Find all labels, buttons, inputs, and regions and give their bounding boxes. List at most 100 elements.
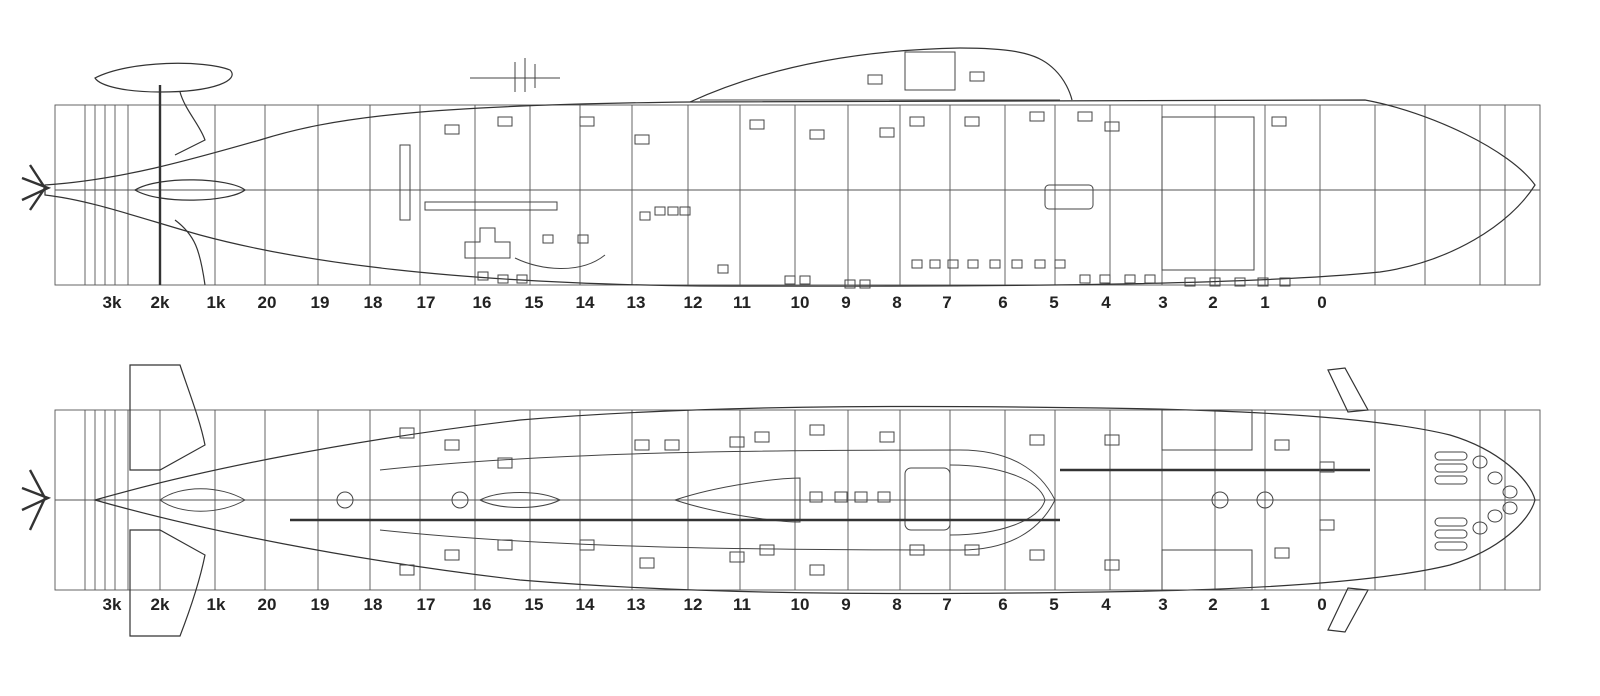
hatch (859, 279, 871, 289)
hatch (679, 206, 691, 216)
hatch (1124, 274, 1136, 284)
frame-label: 14 (576, 293, 595, 312)
frame-label: 6 (998, 293, 1007, 312)
side-hull-outline (44, 99, 1536, 287)
hatch (667, 206, 679, 216)
frame-label: 12 (684, 293, 703, 312)
frame-label: 17 (417, 595, 436, 614)
hatch (879, 127, 895, 138)
frame-label: 6 (998, 595, 1007, 614)
frame-label: 5 (1049, 595, 1058, 614)
frame-label: 2k (151, 595, 170, 614)
frame-label: 18 (364, 595, 383, 614)
hatch (964, 116, 980, 127)
hatch (1144, 274, 1156, 284)
top-aft-hatch (478, 492, 562, 508)
hatch (1054, 259, 1066, 269)
top-box-lower (1161, 549, 1253, 591)
round-hatch (451, 491, 469, 509)
top-forward-wedge (673, 477, 801, 523)
hatch (967, 259, 979, 269)
side-sail (689, 47, 1073, 103)
side-pump (464, 227, 511, 259)
frame-label: 1 (1260, 293, 1269, 312)
frame-label: 16 (473, 595, 492, 614)
frame-label: 1k (207, 595, 226, 614)
hatch (754, 431, 770, 443)
top-hatches (336, 424, 1335, 576)
side-antenna-icon (470, 58, 560, 92)
hatch (809, 129, 825, 140)
hatch (749, 119, 765, 130)
frame-label: 8 (892, 293, 901, 312)
frame-label: 3 (1158, 293, 1167, 312)
hatch (444, 124, 460, 135)
frame-label: 0 (1317, 293, 1326, 312)
torpedo-tube (1434, 529, 1468, 539)
hatch (1319, 461, 1335, 473)
hatch (639, 557, 655, 569)
hatch (844, 279, 856, 289)
frame-label: 7 (942, 293, 951, 312)
hatch (497, 116, 513, 127)
hatch (1011, 259, 1023, 269)
frame-label: 9 (841, 595, 850, 614)
hatch (399, 427, 415, 439)
hatch (729, 551, 745, 563)
hatch (1184, 277, 1196, 287)
hatch (1104, 559, 1120, 571)
torpedo-tube (1434, 451, 1468, 461)
side-upper-rudder-pod (94, 62, 233, 93)
hatch (1274, 547, 1290, 559)
frame-label: 3k (103, 595, 122, 614)
hatch (799, 275, 811, 285)
hatch (654, 206, 666, 216)
frame-label: 14 (576, 595, 595, 614)
hatch (969, 71, 985, 82)
side-compartment (1161, 116, 1255, 271)
frame-label: 10 (791, 595, 810, 614)
hatch (947, 259, 959, 269)
hatch (579, 539, 595, 551)
frame-label: 2 (1208, 595, 1217, 614)
hatch (1079, 274, 1091, 284)
frame-label: 1k (207, 293, 226, 312)
top-stern-pod (159, 488, 246, 512)
hatch (444, 549, 460, 561)
side-grid-frame (54, 104, 1541, 286)
side-hatches (444, 71, 1291, 289)
side-stern-cone (133, 179, 246, 201)
frame-label: 2k (151, 293, 170, 312)
frame-label: 20 (258, 293, 277, 312)
frame-label: 11 (733, 293, 751, 312)
frame-label: 3k (103, 293, 122, 312)
top-sail-outline (949, 464, 1046, 536)
hatch (639, 211, 651, 221)
hatch (477, 271, 489, 281)
tube-opening (1487, 509, 1503, 523)
tube-opening (1472, 521, 1488, 535)
side-upper-rudder (174, 91, 206, 156)
side-tank (1044, 184, 1094, 210)
hatch (634, 134, 650, 145)
hatch (929, 259, 941, 269)
side-keel-curve (514, 254, 606, 269)
hatch (1029, 549, 1045, 561)
top-propeller-icon (21, 469, 52, 531)
hatch (399, 564, 415, 576)
top-port-stern-plane (129, 364, 206, 471)
torpedo-tube (1434, 463, 1468, 473)
tube-opening (1487, 471, 1503, 485)
top-starboard-bow-plane (1327, 587, 1369, 633)
deck-fitting (854, 491, 868, 503)
frame-label: 15 (525, 595, 544, 614)
hatch (911, 259, 923, 269)
side-sail-window (904, 51, 956, 91)
hatch (542, 234, 554, 244)
hatch (1319, 519, 1335, 531)
frame-label: 18 (364, 293, 383, 312)
